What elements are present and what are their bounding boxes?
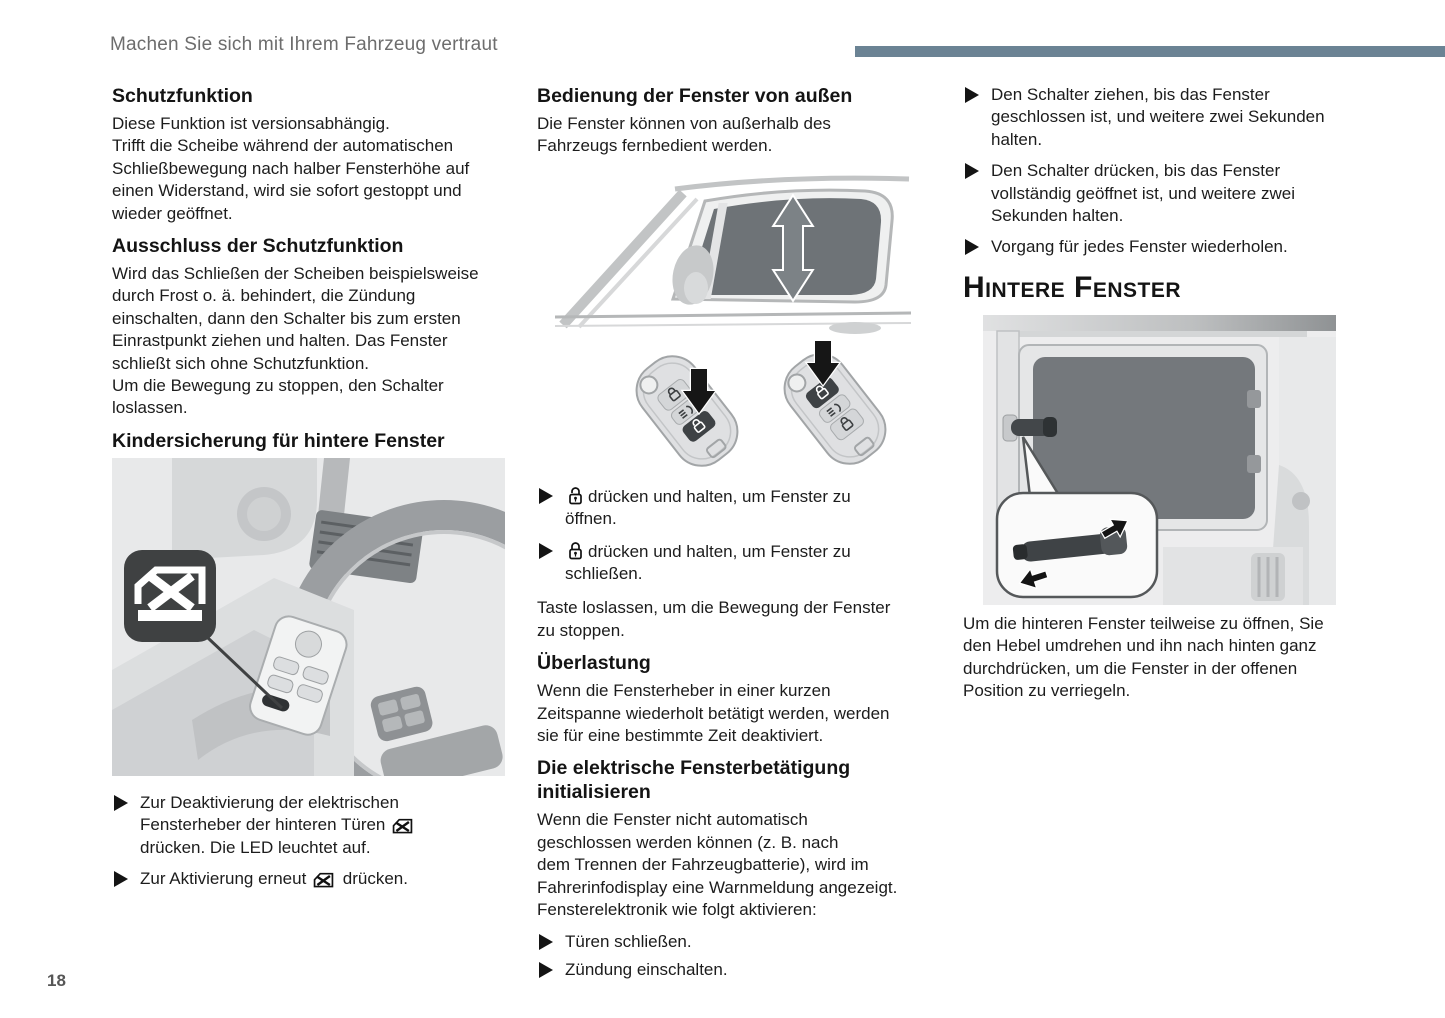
column-middle: Bedienung der Fenster von außen Die Fens… xyxy=(537,84,949,990)
section-title-ausschluss: Ausschluss der Schutzfunktion xyxy=(112,235,404,258)
bullet-arrow-icon xyxy=(965,163,979,180)
paragraph-hintere-fenster: Um die hinteren Fenster teilweise zu öff… xyxy=(963,613,1324,701)
section-title-bedienung: Bedienung der Fenster von außen xyxy=(537,85,853,107)
section-title-kindersicherung: Kindersicherung für hintere Fenster xyxy=(112,429,445,452)
paragraph-initialisieren: Wenn die Fenster nicht automatisch gesch… xyxy=(537,810,898,920)
column-right: Den Schalter ziehen, bis das Fenster ges… xyxy=(963,84,1411,711)
paragraph-taste-loslassen: Taste loslassen, um die Bewegung der Fen… xyxy=(537,598,891,640)
press-down-arrow-icon xyxy=(680,367,718,415)
bullet-schalter-druecken: Den Schalter drücken, bis das Fenster vo… xyxy=(963,160,1411,227)
bullet-vorgang-wiederholen: Vorgang für jedes Fenster wiederholen. xyxy=(963,236,1411,258)
bullet-arrow-icon xyxy=(539,542,553,559)
key-fobs-illustration xyxy=(635,339,887,467)
column-left: Schutzfunktion Diese Funktion ist versio… xyxy=(112,84,524,900)
window-cross-icon xyxy=(313,872,334,888)
door-panel-illustration xyxy=(112,457,505,776)
rear-window-illustration xyxy=(983,314,1336,605)
bullet-arrow-icon xyxy=(965,239,979,256)
up-down-arrow-icon xyxy=(771,193,815,303)
flip-arrow-icon xyxy=(1100,518,1129,539)
bullet-aktivierung: Zur Aktivierung erneut drücken. xyxy=(112,868,524,890)
bullet-fenster-schliessen: drücken und halten, um Fenster zu schlie… xyxy=(537,540,949,586)
paragraph-ueberlastung: Wenn die Fensterheber in einer kurzen Ze… xyxy=(537,681,890,746)
bullet-arrow-icon xyxy=(114,871,128,888)
window-latch-handle xyxy=(1011,418,1051,436)
bullet-arrow-icon xyxy=(539,487,553,504)
page-header-title: Machen Sie sich mit Ihrem Fahrzeug vertr… xyxy=(110,34,498,55)
press-down-arrow-icon xyxy=(804,339,842,387)
bullet-zuendung-einschalten: Zündung einschalten. xyxy=(537,959,949,981)
bullet-schalter-ziehen: Den Schalter ziehen, bis das Fenster ges… xyxy=(963,84,1411,151)
open-padlock-icon xyxy=(569,486,582,505)
front-window-illustration xyxy=(555,166,911,339)
bullet-fenster-oeffnen: drücken und halten, um Fenster zu öffnen… xyxy=(537,485,949,531)
header-accent-bar xyxy=(855,46,1445,57)
key-fob-right xyxy=(783,353,887,465)
paragraph-bedienung: Die Fenster können von außerhalb des Fah… xyxy=(537,114,831,156)
paragraph-schutzfunktion: Diese Funktion ist versionsabhängig. Tri… xyxy=(112,114,470,223)
key-fob-left xyxy=(635,355,739,467)
bullet-arrow-icon xyxy=(539,933,553,950)
page-number: 18 xyxy=(47,971,66,990)
window-cross-icon xyxy=(392,819,413,834)
bullet-arrow-icon xyxy=(965,87,979,103)
bullet-tueren-schliessen: Türen schließen. xyxy=(537,931,949,953)
paragraph-ausschluss: Wird das Schließen der Scheiben beispiel… xyxy=(112,264,479,418)
section-title-schutzfunktion: Schutzfunktion xyxy=(112,85,253,107)
section-title-ueberlastung: Überlastung xyxy=(537,652,651,675)
closed-padlock-icon xyxy=(569,541,582,559)
push-arrow-icon xyxy=(1018,567,1049,590)
bullet-arrow-icon xyxy=(114,794,128,811)
section-title-initialisieren: Die elektrische Fensterbetätigung initia… xyxy=(537,757,851,804)
window-child-lock-callout-icon xyxy=(124,549,216,642)
bullet-arrow-icon xyxy=(539,961,553,978)
section-title-hintere-fenster: Hintere Fenster xyxy=(963,270,1182,304)
bullet-deaktivierung: Zur Deaktivierung der elektrischen Fenst… xyxy=(112,792,524,859)
